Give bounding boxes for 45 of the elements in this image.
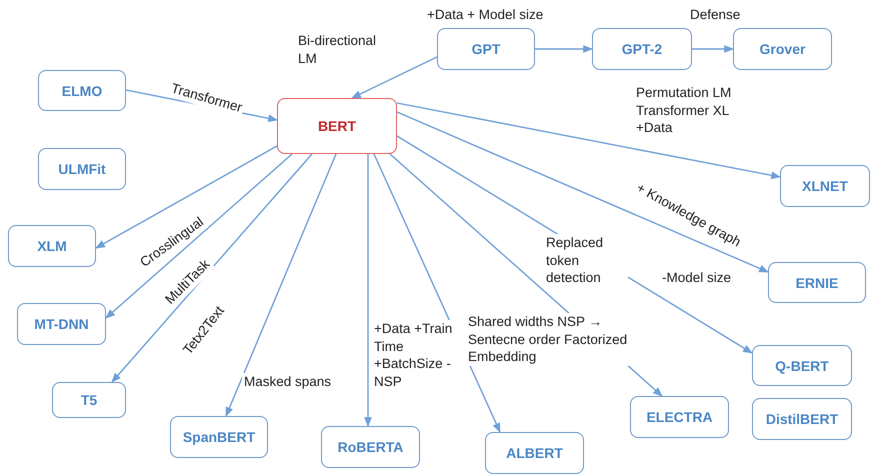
- arrow: [105, 153, 292, 319]
- model-name: DistilBERT: [766, 411, 838, 427]
- model-box: [592, 28, 692, 70]
- model-name: RoBERTA: [338, 439, 404, 455]
- arrow: [396, 111, 769, 273]
- edge-label: Masked spans: [242, 373, 334, 391]
- model-name: T5: [80, 392, 98, 408]
- model-name: MT-DNN: [34, 316, 89, 332]
- arrow: [95, 145, 278, 249]
- model-name: ULMFit: [58, 161, 106, 177]
- model-name: GPT: [472, 41, 500, 57]
- model-box: [752, 345, 852, 386]
- model-box: [38, 70, 126, 111]
- model-name: ELECTRA: [646, 409, 713, 425]
- model-box: [752, 398, 852, 440]
- model-name: ELMO: [62, 82, 102, 98]
- model-box: [277, 98, 397, 154]
- model-box: [768, 262, 866, 303]
- arrow: [111, 154, 313, 383]
- model-box: [17, 303, 106, 345]
- model-name: GPT-2: [622, 41, 662, 57]
- model-name: Grover: [760, 41, 806, 57]
- model-box: [630, 396, 729, 438]
- model-name: XLM: [37, 238, 67, 254]
- arrow: [535, 45, 593, 53]
- model-box: [8, 225, 96, 267]
- model-box: [38, 148, 126, 190]
- model-box: [170, 416, 268, 458]
- model-name: Q-BERT: [775, 358, 829, 374]
- arrow: [364, 154, 372, 427]
- model-box: [733, 28, 832, 70]
- model-name: BERT: [318, 118, 356, 134]
- model-name: ERNIE: [796, 274, 838, 290]
- model-name: SpanBERT: [182, 429, 256, 445]
- model-box: [321, 426, 420, 468]
- model-box: [437, 28, 535, 70]
- arrow: [692, 45, 734, 53]
- model-box: [780, 165, 870, 207]
- model-name: XLNET: [802, 178, 848, 194]
- arrow: [351, 56, 438, 99]
- model-box: [485, 432, 584, 474]
- arrow: [396, 102, 781, 180]
- arrow: [225, 154, 337, 417]
- model-name: ALBERT: [506, 445, 563, 461]
- model-box: [52, 382, 126, 418]
